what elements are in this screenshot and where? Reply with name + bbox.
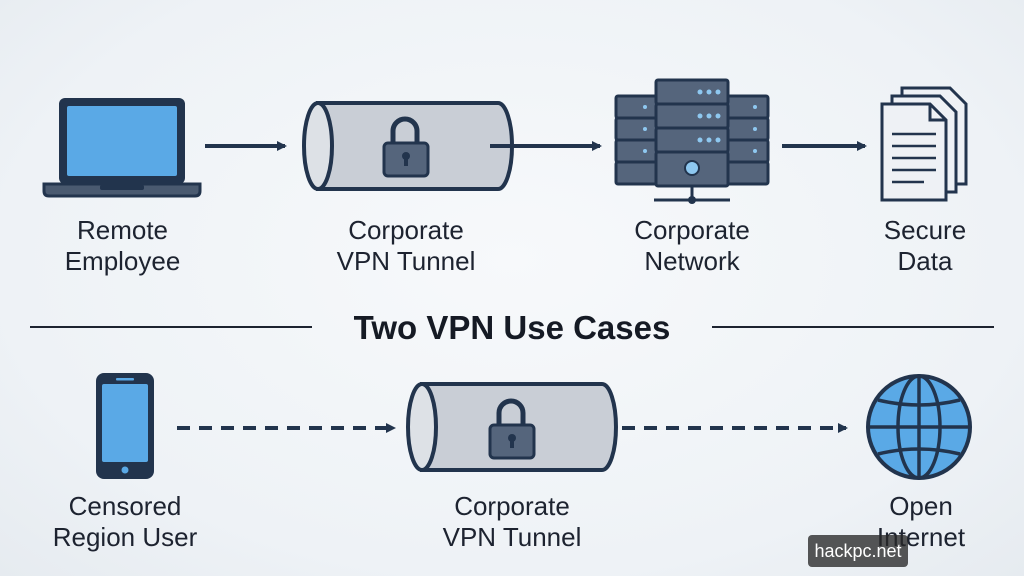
label-line: Corporate [454,491,570,521]
globe-icon [866,374,972,480]
label-remote-employee: Remote Employee [30,215,215,277]
label-line: Secure [883,215,967,245]
tunnel-icon [302,101,514,191]
tunnel-icon [406,382,618,472]
label-line: Open [889,491,953,521]
label-line: Network [644,246,740,276]
label-line: Corporate [348,215,464,245]
smartphone-icon [96,373,154,479]
label-line: Remote [76,215,169,245]
label-bottom-tunnel: Corporate VPN Tunnel [412,491,612,553]
label-line: Employee [64,246,181,276]
laptop-icon [42,98,202,198]
label-line: Corporate [634,215,750,245]
label-censored-user: Censored Region User [35,491,215,553]
documents-icon [880,86,968,202]
diagram-title: Two VPN Use Cases [353,309,671,346]
label-top-tunnel: Corporate VPN Tunnel [306,215,506,277]
server-rack-icon [614,78,770,204]
label-line: VPN Tunnel [336,246,476,276]
label-line: Censored [68,491,182,521]
padlock-icon [382,116,430,178]
watermark: hackpc.net [808,535,908,567]
label-line: VPN Tunnel [442,522,582,552]
label-line: Data [897,246,953,276]
label-line: Region User [52,522,198,552]
padlock-icon [488,398,536,460]
label-secure-data: Secure Data [860,215,990,277]
label-corporate-network: Corporate Network [592,215,792,277]
